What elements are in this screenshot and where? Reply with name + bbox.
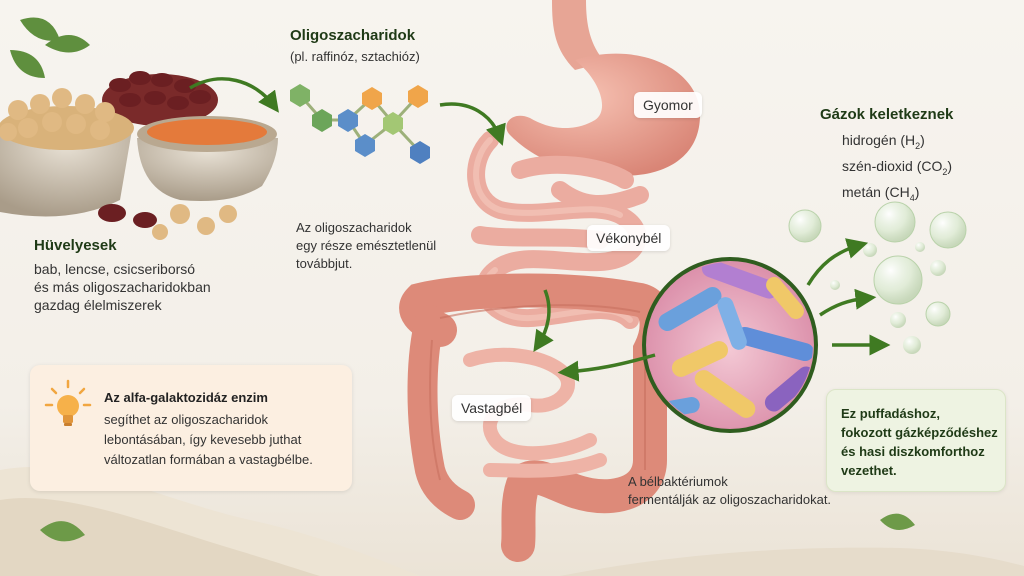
undigested-line: egy része emésztetlenül (296, 238, 437, 253)
result-line: Ez puffadáshoz, (841, 406, 940, 421)
gas-item-hydrogen: hidrogén (H2) (842, 132, 925, 151)
small-intestine-label: Vékonybél (587, 225, 671, 251)
undigested-note: Az oligoszacharidok egy része emésztetle… (296, 219, 436, 273)
legumes-description: bab, lencse, csicseriborsó és más oligos… (34, 260, 211, 314)
bacteria-line: A bélbaktériumok (628, 474, 728, 489)
enzyme-line: lebontásában, így kevesebb juthat (104, 432, 302, 447)
enzyme-line: segíthet az oligoszacharidok (104, 412, 269, 427)
legumes-line: bab, lencse, csicseriborsó (34, 261, 196, 277)
enzyme-description: segíthet az oligoszacharidok lebontásába… (104, 410, 313, 470)
enzyme-info-box: Az alfa-galaktozidáz enzim segíthet az o… (30, 365, 352, 491)
large-intestine-label: Vastagbél (452, 395, 532, 421)
legumes-title: Hüvelyesek (34, 237, 117, 254)
legumes-section: Hüvelyesek bab, lencse, csicseriborsó és… (34, 237, 211, 314)
enzyme-title: Az alfa-galaktozidáz enzim (104, 390, 268, 405)
gases-list: hidrogén (H2) szén-dioxid (CO2) metán (C… (842, 130, 952, 207)
flow-arrows (189, 77, 891, 382)
result-description: Ez puffadáshoz, fokozott gázképződéshez … (841, 404, 998, 480)
result-line: fokozott gázképződéshez (841, 425, 998, 440)
result-info-box: Ez puffadáshoz, fokozott gázképződéshez … (826, 389, 1006, 492)
oligosaccharide-molecule-icon (290, 84, 430, 164)
bacteria-line: fermentálják az oligoszacharidokat. (628, 492, 832, 507)
oligo-section: Oligoszacharidok (pl. raffinóz, sztachió… (290, 27, 420, 65)
parsley-icon (10, 17, 915, 542)
undigested-line: továbbjut. (296, 256, 353, 271)
gas-item-carbon-dioxide: szén-dioxid (CO2) (842, 157, 953, 177)
bacteria-note: A bélbaktériumok fermentálják az oligosz… (628, 473, 831, 509)
gas-item-methane: metán (CH4) (842, 183, 920, 203)
stomach-label: Gyomor (634, 92, 702, 118)
gut-bacteria-magnified-icon (642, 257, 818, 433)
oligo-subtitle: (pl. raffinóz, sztachióz) (290, 49, 420, 64)
legumes-line: gazdag élelmiszerek (34, 297, 162, 313)
digestive-tract-illustration (399, 0, 700, 562)
legumes-bowls-illustration (0, 71, 278, 240)
lightbulb-icon (44, 379, 92, 426)
result-line: vezethet. (841, 463, 897, 478)
oligo-title: Oligoszacharidok (290, 27, 416, 44)
gas-bubbles-icon (788, 201, 967, 354)
result-line: és hasi diszkomforthoz (841, 444, 985, 459)
enzyme-line: változatlan formában a vastagbélbe. (104, 452, 313, 467)
cloth-decoration (0, 466, 1024, 576)
legumes-line: és más oligoszacharidokban (34, 279, 211, 295)
gases-title: Gázok keletkeznek (820, 106, 954, 123)
undigested-line: Az oligoszacharidok (296, 220, 412, 235)
